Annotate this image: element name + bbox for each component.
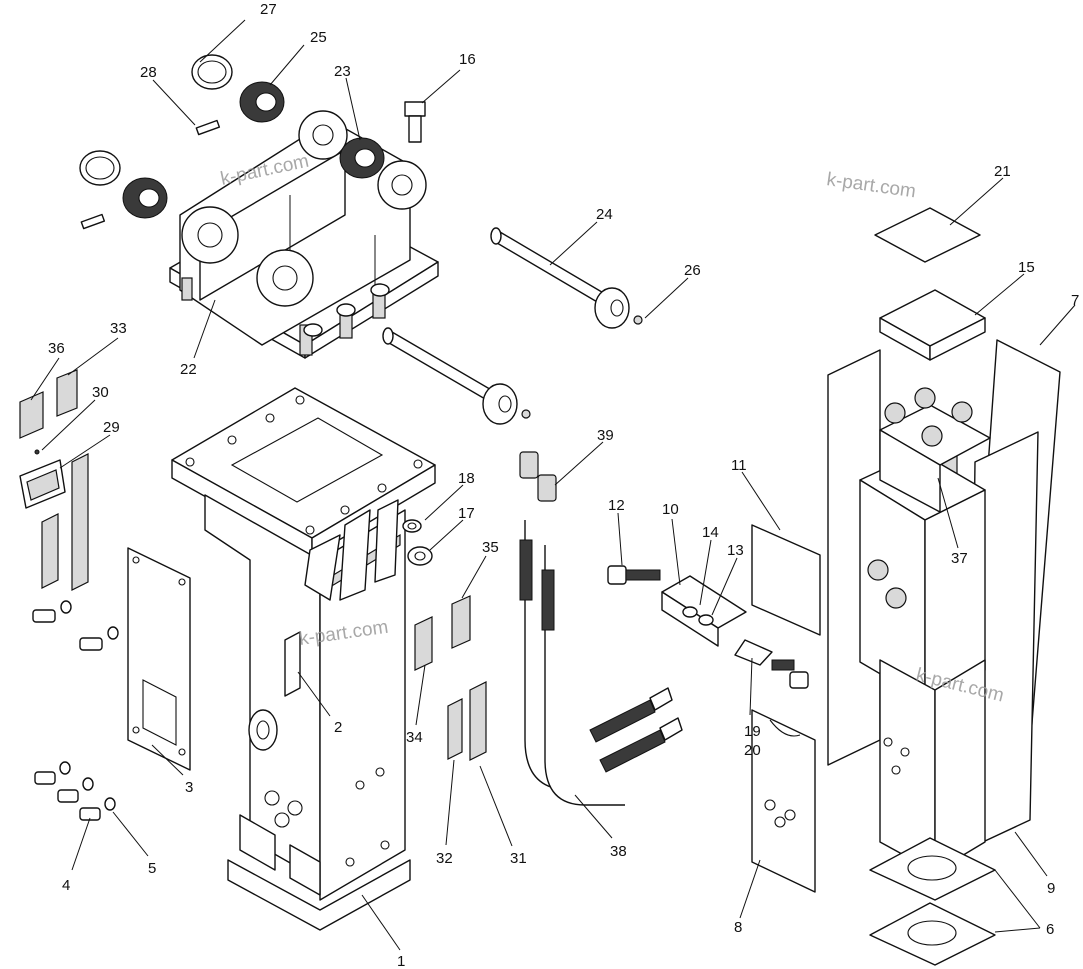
callout-2: 2 bbox=[334, 719, 342, 736]
valve-block-parts bbox=[607, 565, 809, 689]
callout-15: 15 bbox=[1018, 259, 1035, 276]
callout-16: 16 bbox=[459, 51, 476, 68]
callout-39: 39 bbox=[597, 427, 614, 444]
callout-24: 24 bbox=[596, 206, 613, 223]
callout-13: 13 bbox=[727, 542, 744, 559]
plates-8-11 bbox=[751, 524, 821, 893]
callout-1: 1 bbox=[397, 953, 405, 969]
upper-rings bbox=[79, 54, 385, 230]
nut-and-washer bbox=[402, 519, 433, 566]
callout-17: 17 bbox=[458, 505, 475, 522]
callout-36: 36 bbox=[48, 340, 65, 357]
callout-10: 10 bbox=[662, 501, 679, 518]
callout-9: 9 bbox=[1047, 880, 1055, 897]
callout-8: 8 bbox=[734, 919, 742, 936]
callout-numbers: 1 2 3 4 5 6 7 8 9 10 11 12 13 14 15 16 1… bbox=[48, 1, 1079, 969]
leader-lines bbox=[30, 19, 1076, 951]
callout-4: 4 bbox=[62, 877, 70, 894]
cylinder-assembly bbox=[827, 207, 1061, 966]
callout-22: 22 bbox=[180, 361, 197, 378]
side-plate-3 bbox=[127, 547, 191, 771]
watermark-2: k-part.com bbox=[825, 169, 917, 202]
bolt-16 bbox=[404, 101, 426, 143]
callout-37: 37 bbox=[951, 550, 968, 567]
callout-27: 27 bbox=[260, 1, 277, 18]
callout-30: 30 bbox=[92, 384, 109, 401]
callout-21: 21 bbox=[994, 163, 1011, 180]
callout-32: 32 bbox=[436, 850, 453, 867]
callout-31: 31 bbox=[510, 850, 527, 867]
callout-34: 34 bbox=[406, 729, 423, 746]
callout-18: 18 bbox=[458, 470, 475, 487]
callout-25: 25 bbox=[310, 29, 327, 46]
callout-38: 38 bbox=[610, 843, 627, 860]
callout-33: 33 bbox=[110, 320, 127, 337]
callout-14: 14 bbox=[702, 524, 719, 541]
callout-29: 29 bbox=[103, 419, 120, 436]
callout-23: 23 bbox=[334, 63, 351, 80]
callout-5: 5 bbox=[148, 860, 156, 877]
callout-3: 3 bbox=[185, 779, 193, 796]
callout-7: 7 bbox=[1071, 292, 1079, 309]
callout-20: 20 bbox=[744, 742, 761, 759]
callout-11: 11 bbox=[731, 457, 747, 474]
callout-26: 26 bbox=[684, 262, 701, 279]
callout-28: 28 bbox=[140, 64, 157, 81]
callout-6: 6 bbox=[1046, 921, 1054, 938]
hoses bbox=[519, 451, 683, 806]
pins bbox=[382, 227, 643, 425]
top-bracket bbox=[169, 110, 439, 359]
callout-35: 35 bbox=[482, 539, 499, 556]
main-frame bbox=[171, 387, 436, 931]
bolts-4-5 bbox=[32, 600, 119, 821]
callout-12: 12 bbox=[608, 497, 625, 514]
callout-19: 19 bbox=[744, 723, 761, 740]
